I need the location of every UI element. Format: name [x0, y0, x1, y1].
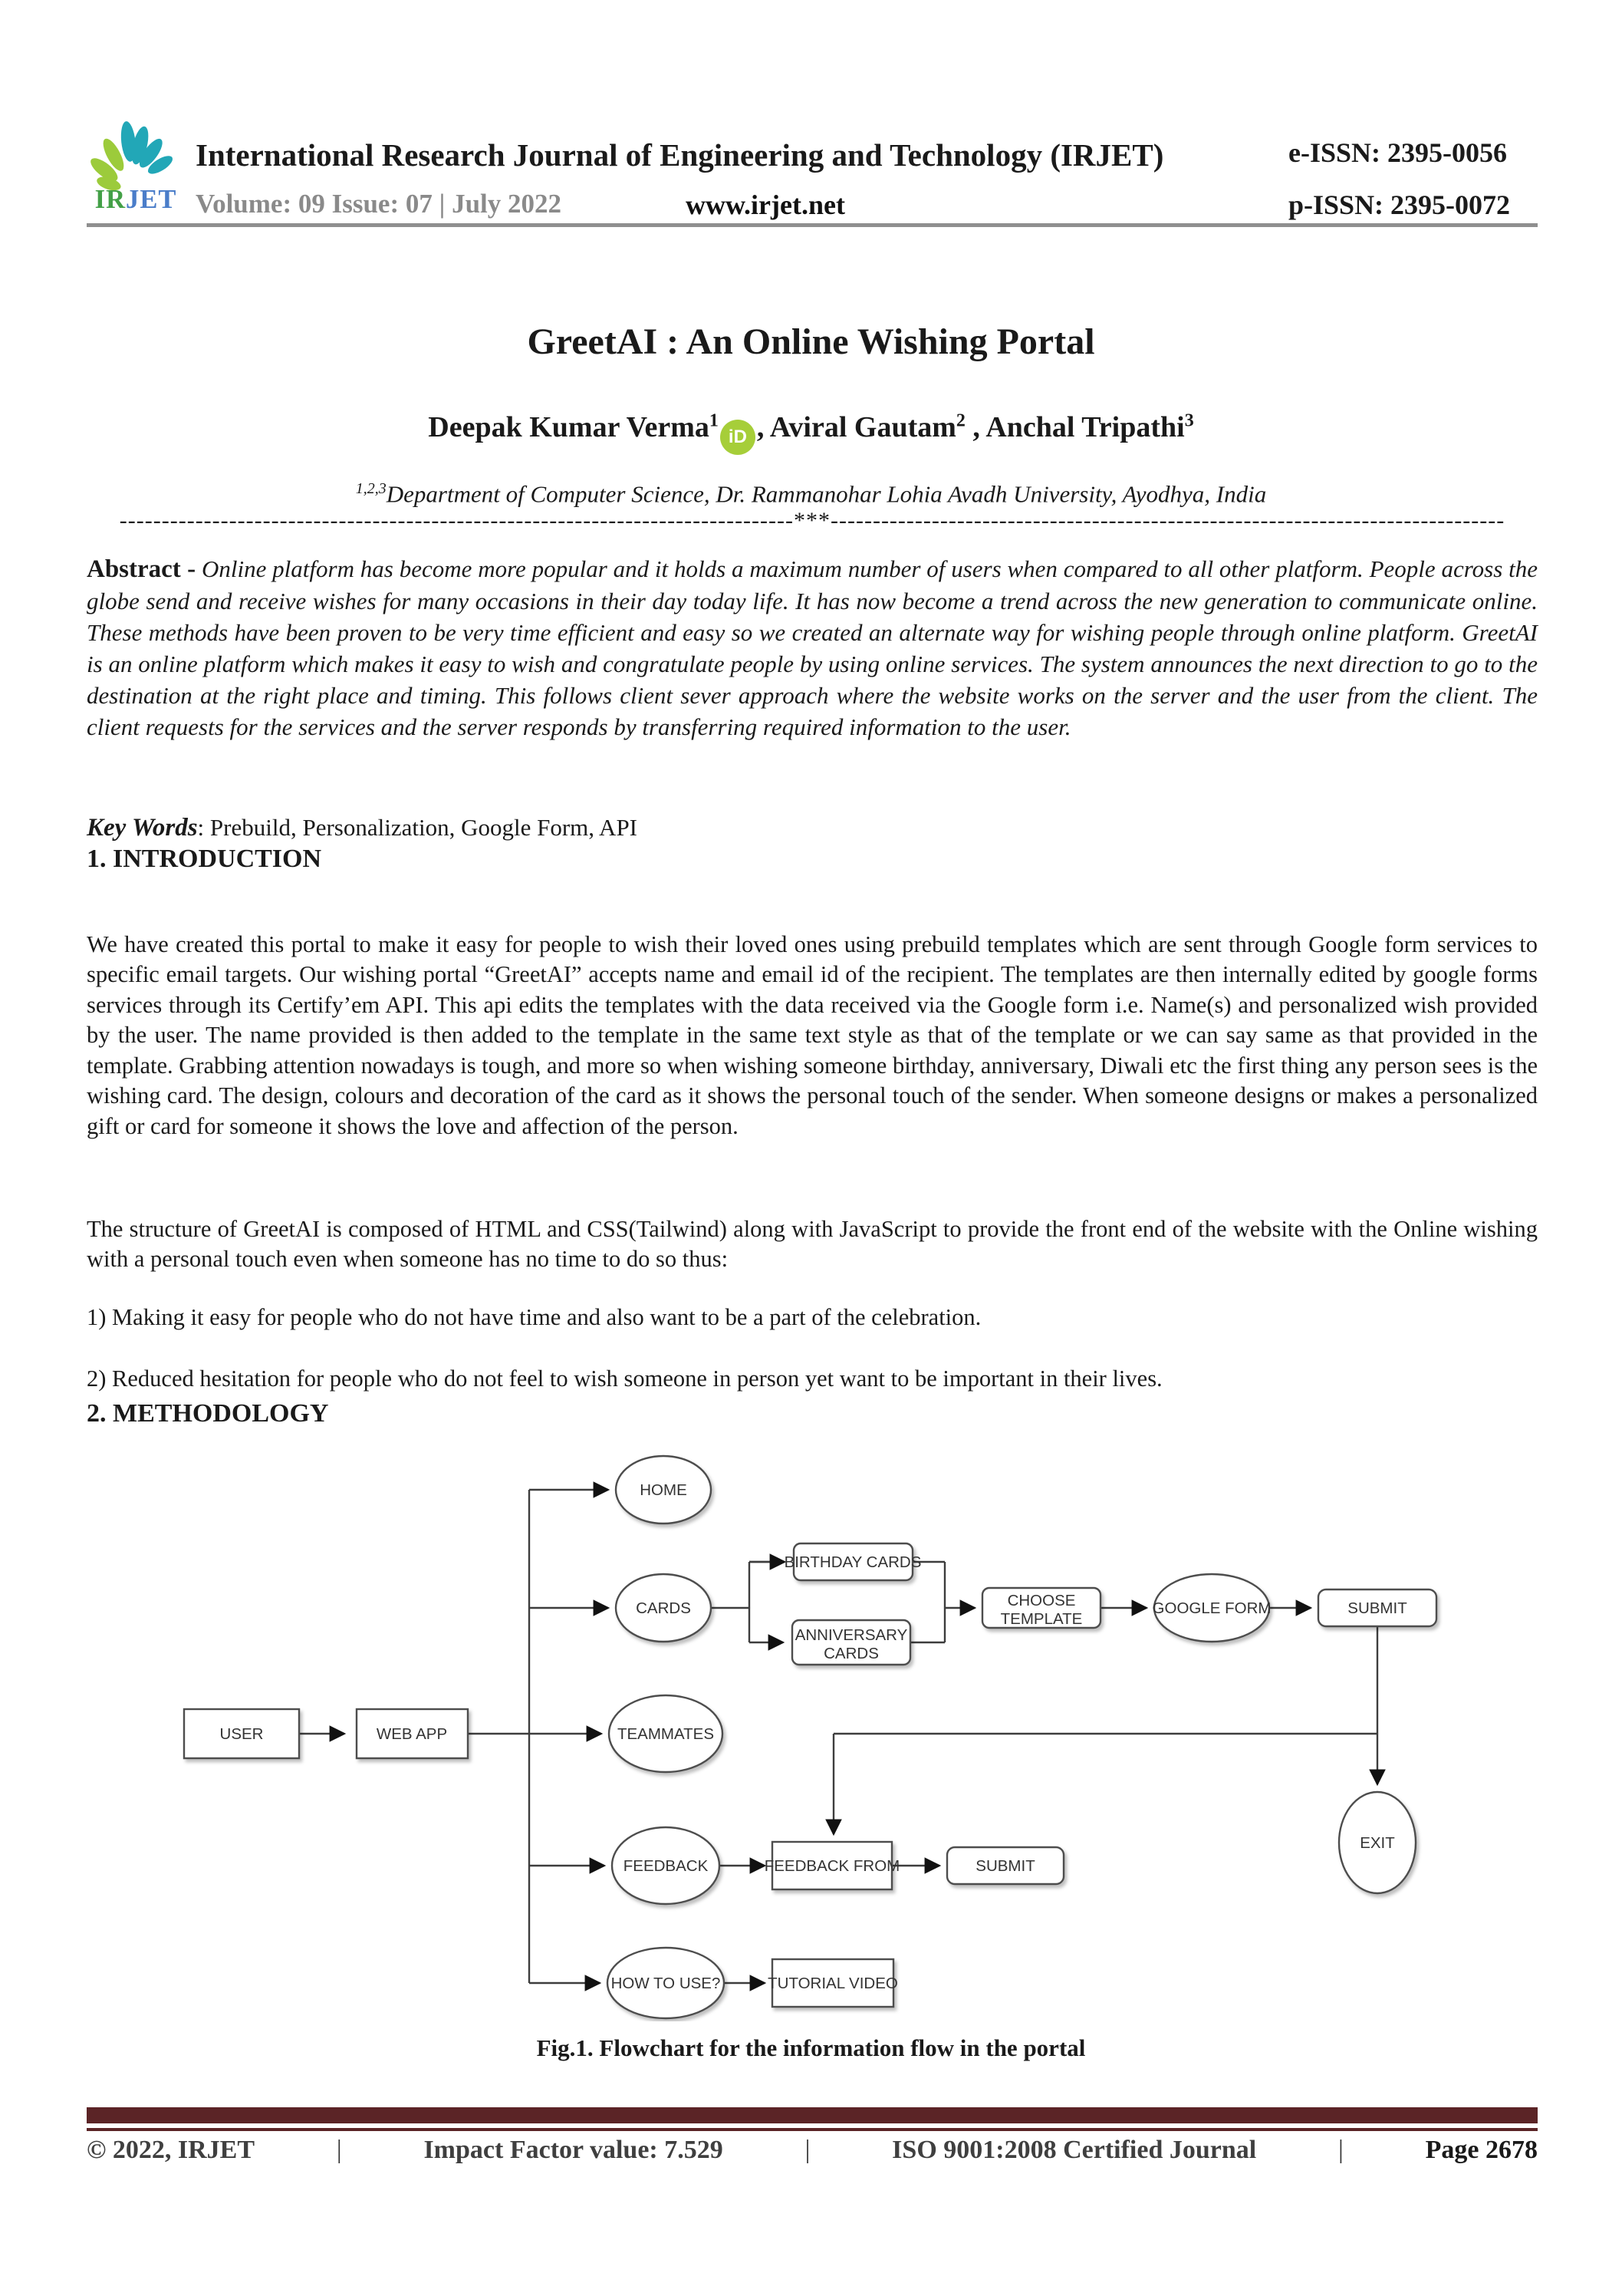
label-cards: CARDS	[636, 1599, 691, 1617]
flowchart-edges	[299, 1481, 1386, 1991]
label-how-to-use: HOW TO USE?	[611, 1975, 721, 1992]
author-2-sup: 2	[956, 410, 966, 431]
author-1: Deepak Kumar Verma1	[428, 410, 719, 443]
footer-page-number: Page 2678	[1425, 2136, 1538, 2164]
introduction-item-2: 2) Reduced hesitation for people who do …	[87, 1365, 1163, 1392]
keywords-text: : Prebuild, Personalization, Google Form…	[197, 814, 638, 841]
logo-jet-text: JET	[126, 185, 176, 213]
e-issn: e-ISSN: 2395-0056	[1288, 137, 1507, 168]
abstract-text: Online platform has become more popular …	[87, 555, 1538, 740]
label-choose-line1: CHOOSE	[1008, 1592, 1076, 1609]
node-tutorial-video	[771, 1958, 895, 2008]
node-google-form	[1153, 1573, 1271, 1643]
label-tutorial-video: TUTORIAL VIDEO	[768, 1975, 898, 1992]
node-how-to-use	[606, 1946, 725, 2020]
node-cards	[614, 1573, 712, 1643]
volume-issue-line: Volume: 09 Issue: 07 | July 2022	[196, 189, 562, 219]
node-submit-bottom	[946, 1846, 1065, 1886]
flowchart-shapes	[183, 1454, 1438, 2020]
author-1-sup: 1	[709, 410, 719, 431]
node-exit	[1337, 1790, 1417, 1895]
keywords-line: Key Words: Prebuild, Personalization, Go…	[87, 814, 1538, 842]
author-3: , Anchal Tripathi3	[965, 410, 1194, 443]
footer-line	[87, 2128, 1538, 2131]
affiliation: 1,2,3Department of Computer Science, Dr.…	[355, 480, 1267, 508]
figure-caption: Fig.1. Flowchart for the information flo…	[536, 2034, 1086, 2061]
header-rule	[87, 223, 1538, 227]
node-choose-template	[981, 1586, 1102, 1629]
introduction-item-1: 1) Making it easy for people who do not …	[87, 1303, 982, 1330]
node-submit-top	[1317, 1588, 1438, 1628]
flowchart-labels: USER WEB APP HOME CARDS BIRTHDAY CARDS A…	[220, 1481, 1408, 1992]
divider-star: ***	[794, 508, 831, 533]
journal-title: International Research Journal of Engine…	[196, 137, 1164, 173]
node-feedback-from	[771, 1840, 893, 1891]
node-anniversary-cards	[791, 1619, 912, 1666]
authors-line: Deepak Kumar Verma1iD, Aviral Gautam2 , …	[0, 410, 1622, 455]
footer-impact-factor: Impact Factor value: 7.529	[423, 2136, 723, 2164]
introduction-heading: 1. INTRODUCTION	[87, 845, 322, 873]
footer-iso: ISO 9001:2008 Certified Journal	[892, 2136, 1257, 2164]
label-teammates: TEAMMATES	[617, 1725, 714, 1743]
irjet-logo-leaves	[90, 121, 173, 191]
node-user	[183, 1708, 301, 1760]
divider-dashes-left: ----------------------------------------…	[119, 508, 794, 533]
introduction-paragraph-1: We have created this portal to make it e…	[87, 931, 1538, 1139]
orcid-icon: iD	[719, 420, 755, 455]
methodology-heading: 2. METHODOLOGY	[87, 1399, 329, 1428]
logo-ir-text: IR	[95, 185, 126, 213]
label-feedback: FEEDBACK	[623, 1857, 709, 1875]
irjet-logo-text: IRJET	[95, 185, 177, 213]
label-google-form: GOOGLE FORM	[1153, 1599, 1272, 1617]
author-2: , Aviral Gautam2	[756, 410, 966, 443]
footer-separator-3: |	[1338, 2136, 1344, 2164]
introduction-paragraph-2: The structure of GreetAI is composed of …	[87, 1215, 1538, 1273]
author-3-sup: 3	[1184, 410, 1194, 431]
label-exit: EXIT	[1360, 1834, 1395, 1852]
node-home	[614, 1454, 712, 1525]
keywords-label: Key Words	[87, 814, 198, 842]
section-divider: ----------------------------------------…	[87, 508, 1538, 534]
label-home: HOME	[640, 1481, 687, 1499]
affiliation-sup: 1,2,3	[355, 480, 387, 497]
label-choose-line2: TEMPLATE	[1001, 1610, 1083, 1628]
journal-website: www.irjet.net	[686, 189, 845, 220]
irjet-logo: IRJET	[90, 121, 177, 213]
node-birthday-cards	[792, 1542, 914, 1582]
label-submit-bottom: SUBMIT	[976, 1857, 1035, 1875]
label-anniversary-line1: ANNIVERSARY	[795, 1626, 908, 1644]
page-title: GreetAI : An Online Wishing Portal	[527, 321, 1095, 362]
label-web-app: WEB APP	[377, 1725, 447, 1743]
label-birthday-cards: BIRTHDAY CARDS	[785, 1553, 922, 1571]
flowchart-figure: USER WEB APP HOME CARDS BIRTHDAY CARDS A…	[183, 1454, 1438, 2020]
node-feedback	[610, 1826, 721, 1906]
node-teammates	[607, 1694, 724, 1774]
p-issn: p-ISSN: 2395-0072	[1288, 189, 1511, 220]
footer-copyright: © 2022, IRJET	[87, 2136, 255, 2164]
footer-bar	[87, 2107, 1538, 2123]
label-anniversary-line2: CARDS	[824, 1645, 879, 1662]
abstract-label: Abstract -	[87, 555, 196, 583]
footer-separator-1: |	[336, 2136, 342, 2164]
abstract-paragraph: Abstract - Online platform has become mo…	[87, 553, 1538, 743]
label-user: USER	[220, 1725, 264, 1743]
divider-dashes-right: ----------------------------------------…	[831, 508, 1505, 533]
footer-separator-2: |	[804, 2136, 811, 2164]
footer: © 2022, IRJET | Impact Factor value: 7.5…	[87, 2136, 1538, 2165]
node-web-app	[355, 1708, 469, 1760]
label-feedback-from: FEEDBACK FROM	[765, 1857, 900, 1875]
label-submit-top: SUBMIT	[1347, 1599, 1407, 1617]
